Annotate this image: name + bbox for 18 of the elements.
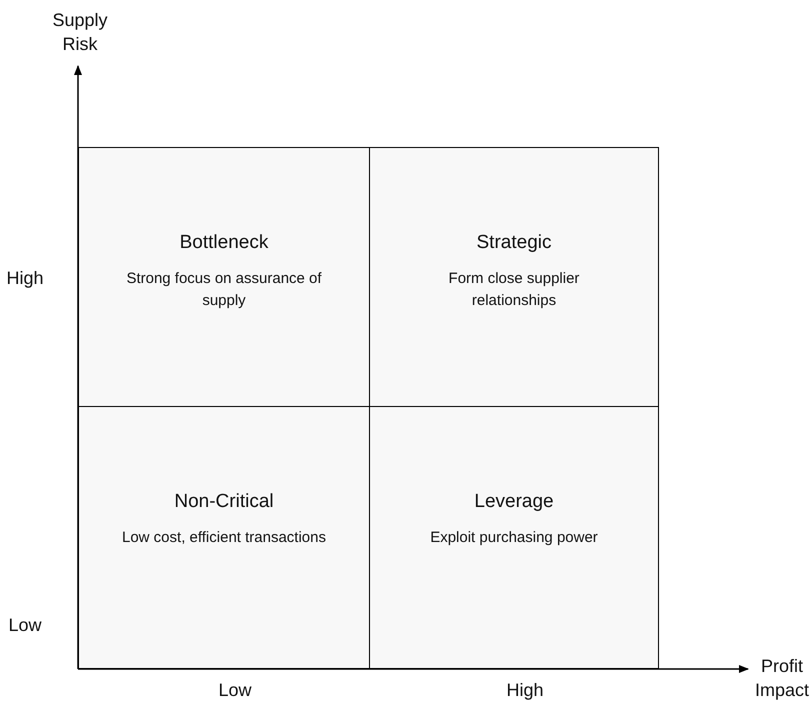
- axis-tick-label: High: [5, 267, 45, 290]
- quadrant-title: Bottleneck: [178, 232, 270, 254]
- quadrant-description: Strong focus on assurance of supply: [125, 269, 323, 311]
- matrix-quadrant: [369, 147, 659, 407]
- axis-tick-label: Low: [217, 679, 253, 702]
- matrix-quadrant: [78, 147, 370, 407]
- matrix-quadrant: [369, 406, 659, 669]
- quadrant-title: Non-Critical: [173, 491, 275, 513]
- axis-title: Supply Risk: [51, 9, 109, 56]
- matrix-quadrant: [78, 406, 370, 669]
- quadrant-description: Exploit purchasing power: [429, 528, 599, 548]
- quadrant-description: Low cost, efficient transactions: [121, 528, 327, 548]
- axis-title: Profit Impact: [754, 655, 810, 702]
- axis-tick-label: High: [505, 679, 545, 702]
- axis-tick-label: Low: [7, 614, 43, 637]
- quadrant-title: Strategic: [476, 232, 552, 254]
- quadrant-description: Form close supplier relationships: [448, 269, 580, 311]
- quadrant-title: Leverage: [473, 491, 555, 513]
